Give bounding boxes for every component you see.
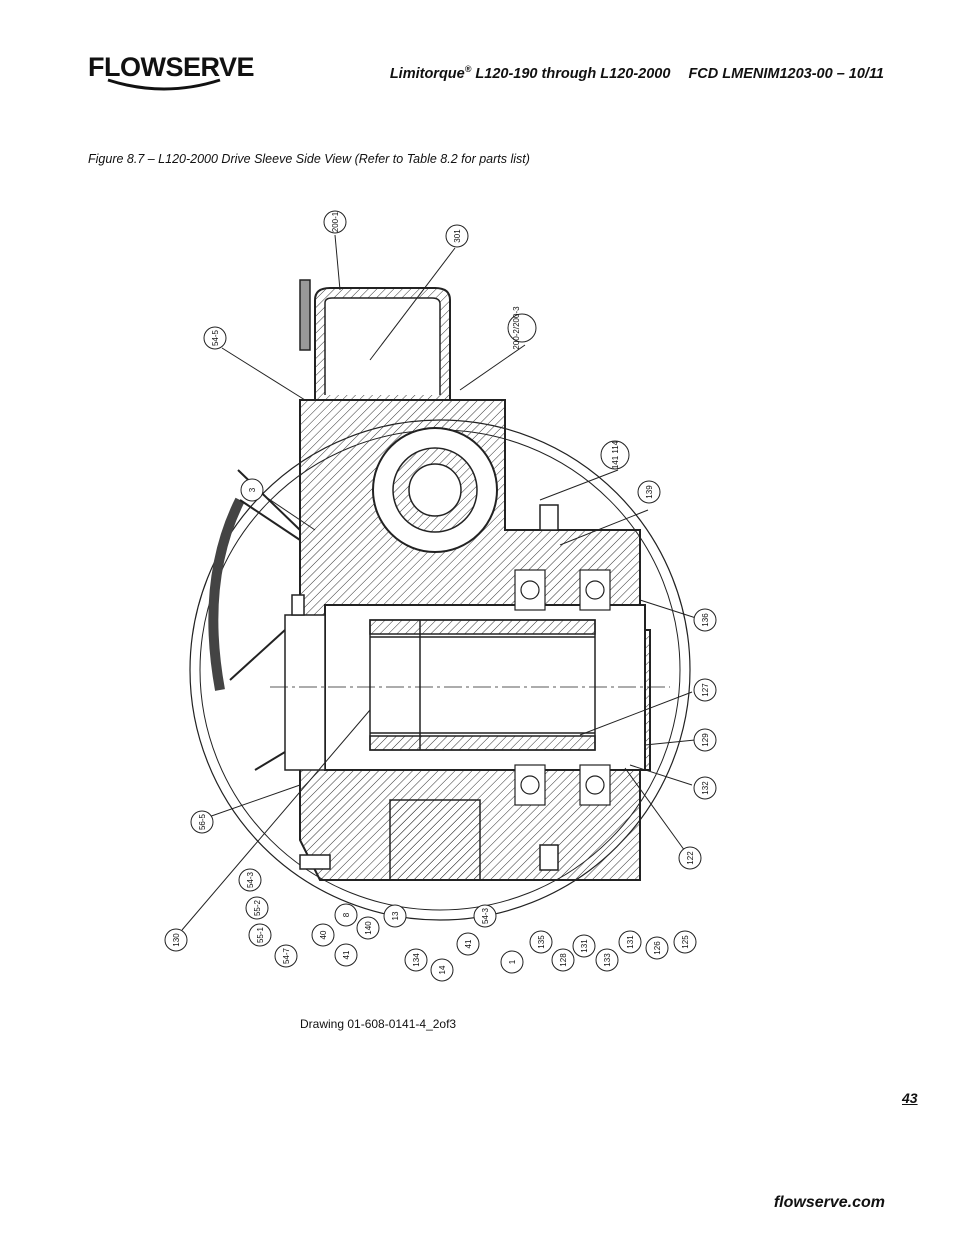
callout-13: 13 [391, 911, 400, 920]
callout-135: 135 [537, 935, 546, 949]
document-code: FCD LMENIM1203-00 – 10/11 [688, 65, 884, 82]
logo-swoosh-icon [107, 78, 221, 91]
model-range: L120-190 through L120-2000 [471, 65, 671, 82]
callout-125: 125 [681, 935, 690, 949]
callout-54-5: 54-5 [211, 329, 220, 346]
callout-56-5: 56-5 [198, 813, 207, 830]
flowserve-logo: FLOWSERVE [88, 52, 255, 91]
callout-136: 136 [701, 613, 710, 627]
callout-129: 129 [701, 733, 710, 747]
callout-41b: 41 [342, 950, 351, 959]
callout-200-1: 200-1 [331, 211, 340, 232]
footer-website-link[interactable]: flowserve.com [773, 1194, 885, 1211]
callout-55-2: 55-2 [253, 899, 262, 916]
callout-54-3a: 54-3 [481, 907, 490, 924]
drawing-number: Drawing 01-608-0141-4_2of3 [300, 1017, 457, 1031]
callout-132: 132 [701, 781, 710, 795]
callout-200-3: 200-2/200-3 [512, 306, 521, 350]
callout-122: 122 [686, 851, 695, 865]
callout-126: 126 [653, 941, 662, 955]
callout-131a: 131 [626, 935, 635, 949]
document-header: Limitorque® L120-190 through L120-2000 FC… [390, 64, 884, 82]
callout-139: 139 [645, 485, 654, 499]
callout-1: 1 [508, 959, 517, 964]
callout-131b: 131 [580, 939, 589, 953]
logo-wordmark: FLOWSERVE [88, 52, 255, 82]
callout-54-7: 54-7 [282, 947, 291, 964]
callout-301: 301 [453, 229, 462, 243]
callout-40: 40 [319, 930, 328, 939]
figure-caption: Figure 8.7 – L120-2000 Drive Sleeve Side… [88, 152, 530, 166]
callout-127: 127 [701, 683, 710, 697]
callout-54-3b: 54-3 [246, 871, 255, 888]
callout-140: 140 [364, 921, 373, 935]
callout-133: 133 [603, 953, 612, 967]
registered-mark: ® [464, 64, 472, 74]
callout-8: 8 [342, 912, 351, 917]
callout-3: 3 [248, 487, 257, 492]
callout-128: 128 [559, 953, 568, 967]
drive-sleeve-drawing: 200-1 301 200-2/200-3 54-5 3 141 114 139… [164, 210, 717, 982]
product-name: Limitorque [389, 65, 465, 82]
callout-141-114: 141 114 [611, 440, 620, 469]
page-number: 43 [902, 1090, 918, 1106]
callout-130: 130 [172, 933, 181, 947]
callout-134: 134 [412, 953, 421, 967]
callout-55-1: 55-1 [256, 926, 265, 943]
callout-41a: 41 [464, 939, 473, 948]
callout-14: 14 [438, 965, 447, 974]
